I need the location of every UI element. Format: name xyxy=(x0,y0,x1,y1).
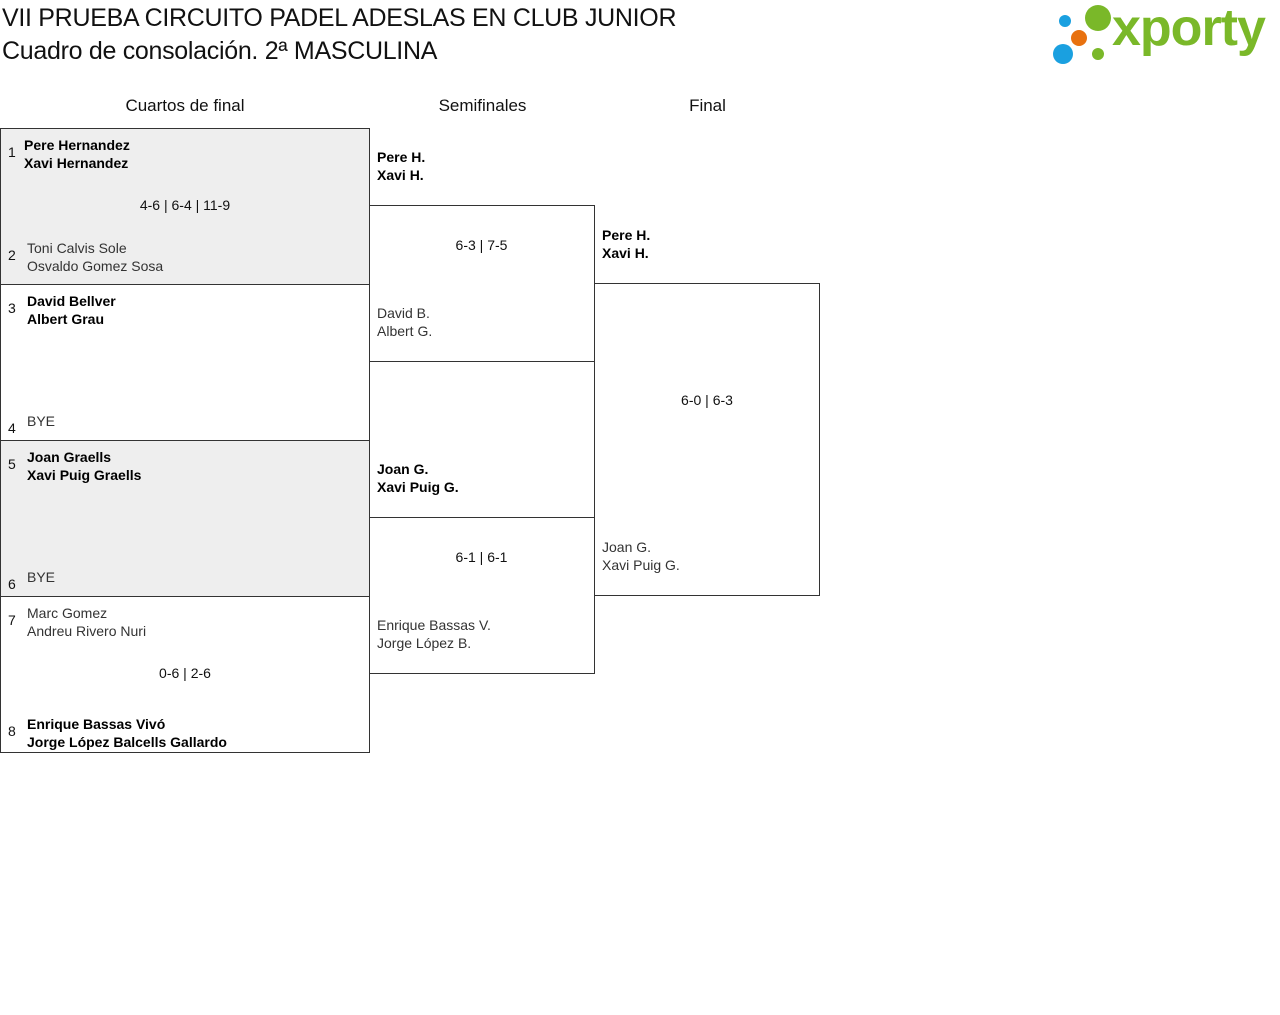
seed-number: 7 xyxy=(8,612,16,628)
team-loser: BYE xyxy=(27,568,55,586)
player-name: Joan G. xyxy=(602,539,652,555)
player-name: Enrique Bassas Vivó xyxy=(27,716,166,732)
seed-number: 8 xyxy=(8,723,16,739)
team-loser: David B. Albert G. xyxy=(377,304,432,340)
seed-number: 6 xyxy=(8,576,16,592)
player-name: Jorge López Balcells Gallardo xyxy=(27,734,227,750)
seed-number: 4 xyxy=(8,420,16,436)
player-name: Xavi Hernandez xyxy=(24,155,129,171)
team-winner: Enrique Bassas Vivó Jorge López Balcells… xyxy=(27,715,227,751)
player-name: Pere H. xyxy=(377,149,426,165)
player-name: Joan G. xyxy=(377,461,429,477)
player-name: BYE xyxy=(27,413,56,429)
player-name: Xavi Puig Graells xyxy=(27,467,142,483)
match-score: 6-0 | 6-3 xyxy=(681,392,733,408)
team-winner: Joan G. Xavi Puig G. xyxy=(377,460,459,496)
quarterfinal-match-2: 3 David Bellver Albert Grau 4 BYE xyxy=(0,284,370,441)
match-score: 6-3 | 7-5 xyxy=(455,237,508,253)
logo-dots-icon xyxy=(1053,5,1111,64)
seed-number: 2 xyxy=(8,247,16,263)
round-header-semifinals: Semifinales xyxy=(438,96,527,115)
team-winner: Pere Hernandez Xavi Hernandez xyxy=(24,136,130,172)
seed-number: 1 xyxy=(8,144,16,160)
match-score: 4-6 | 6-4 | 11-9 xyxy=(139,197,231,213)
player-name: David B. xyxy=(377,305,430,321)
team-loser: Toni Calvis Sole Osvaldo Gomez Sosa xyxy=(27,239,163,275)
xporty-logo: xporty xyxy=(1050,0,1275,66)
team-winner: Joan Graells Xavi Puig Graells xyxy=(27,448,141,484)
team-winner: Pere H. Xavi H. xyxy=(377,148,425,184)
seed-number: 3 xyxy=(8,300,16,316)
seed-number: 5 xyxy=(8,456,16,472)
page-subtitle: Cuadro de consolación. 2ª MASCULINA xyxy=(2,37,438,65)
player-name: Albert Grau xyxy=(27,311,105,327)
player-name: Jorge López B. xyxy=(377,635,472,651)
round-header-final: Final xyxy=(689,96,726,115)
match-score: 0-6 | 2-6 xyxy=(159,665,211,681)
player-name: David Bellver xyxy=(27,293,116,309)
player-name: Pere Hernandez xyxy=(24,137,130,153)
final-match: 6-0 | 6-3 Joan G. Xavi Puig G. xyxy=(594,283,820,596)
semifinal-match-2: 6-1 | 6-1 Enrique Bassas V. Jorge López B… xyxy=(369,517,595,674)
player-name: Joan Graells xyxy=(27,449,112,465)
player-name: Xavi H. xyxy=(602,245,649,261)
player-name: Albert G. xyxy=(377,323,433,339)
match-score: 6-1 | 6-1 xyxy=(455,549,508,565)
player-name: Xavi H. xyxy=(377,167,424,183)
team-loser: Marc Gomez Andreu Rivero Nuri xyxy=(27,604,146,640)
player-name: Xavi Puig G. xyxy=(377,479,459,495)
team-loser: Joan G. Xavi Puig G. xyxy=(602,538,680,574)
team-loser: Enrique Bassas V. Jorge López B. xyxy=(377,616,491,652)
team-winner: David Bellver Albert Grau xyxy=(27,292,116,328)
quarterfinal-match-3: 5 Joan Graells Xavi Puig Graells 6 BYE xyxy=(0,440,370,597)
player-name: BYE xyxy=(27,569,56,585)
round-header-quarterfinals: Cuartos de final xyxy=(125,96,245,115)
logo-text: xporty xyxy=(1112,0,1266,57)
quarterfinal-match-4: 7 Marc Gomez Andreu Rivero Nuri 0-6 | 2-6… xyxy=(0,596,370,753)
player-name: Andreu Rivero Nuri xyxy=(27,623,147,639)
team-winner: Pere H. Xavi H. xyxy=(602,226,650,262)
player-name: Xavi Puig G. xyxy=(602,557,680,573)
player-name: Enrique Bassas V. xyxy=(377,617,491,633)
semifinal-match-1: 6-3 | 7-5 David B. Albert G. xyxy=(369,205,595,362)
quarterfinal-match-1: 1 Pere Hernandez Xavi Hernandez 4-6 | 6-4… xyxy=(0,128,370,285)
page-title: VII PRUEBA CIRCUITO PADEL ADESLAS EN CLU… xyxy=(2,4,677,32)
player-name: Marc Gomez xyxy=(27,605,108,621)
player-name: Toni Calvis Sole xyxy=(27,240,127,256)
team-loser: BYE xyxy=(27,412,55,430)
player-name: Osvaldo Gomez Sosa xyxy=(27,258,164,274)
player-name: Pere H. xyxy=(602,227,651,243)
